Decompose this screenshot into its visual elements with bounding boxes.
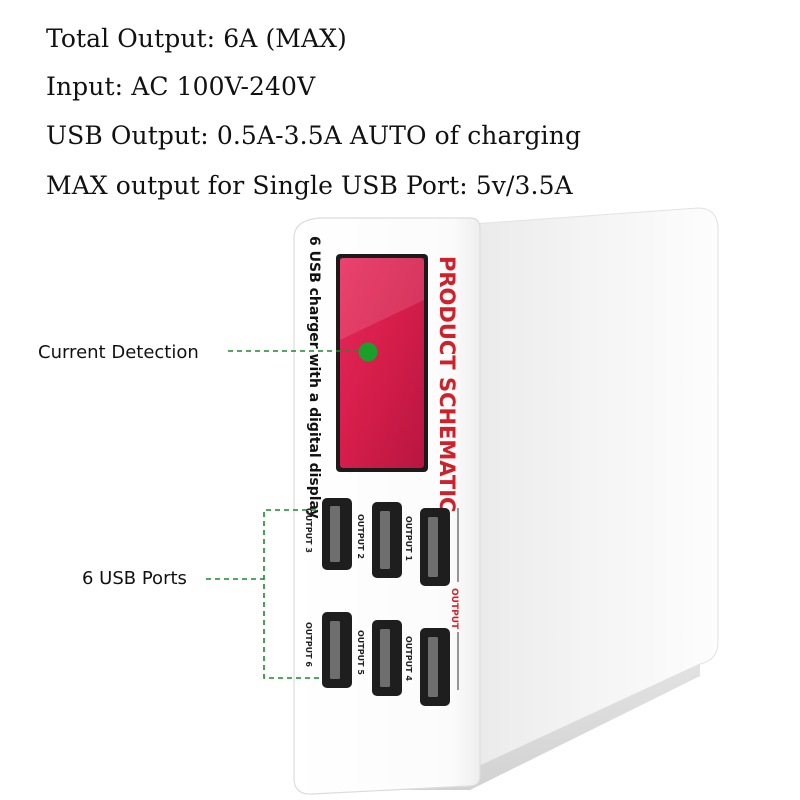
- usb-port-5: [372, 620, 402, 696]
- spec-max-single-port: MAX output for Single USB Port: 5v/3.5A: [46, 171, 573, 200]
- current-detection-indicator: [358, 342, 378, 362]
- spec-usb-output: USB Output: 0.5A-3.5A AUTO of charging: [46, 121, 582, 150]
- usb-port-4: [420, 628, 450, 706]
- callout-usb-ports: 6 USB Ports: [82, 568, 187, 589]
- charger-side-panel: [457, 207, 719, 773]
- display-screen: [340, 258, 424, 468]
- callout-current-detection: Current Detection: [38, 342, 199, 363]
- port-label-1: OUTPUT 1: [404, 516, 413, 561]
- usb-port-6: [322, 612, 352, 688]
- usb-port-3: [322, 498, 352, 570]
- usb-port-1: [420, 508, 450, 586]
- callout-bracket-ports: [263, 509, 320, 679]
- port-label-5: OUTPUT 5: [356, 630, 365, 675]
- port-label-4: OUTPUT 4: [404, 636, 413, 681]
- spec-input: Input: AC 100V-240V: [46, 72, 316, 101]
- spec-total-output: Total Output: 6A (MAX): [46, 24, 347, 53]
- side-product-text: 6 USB charger with a digital display: [306, 236, 322, 519]
- brand-product-schematic: PRODUCT SCHEMATIC: [435, 256, 459, 512]
- output-marker: OUTPUT: [449, 588, 459, 630]
- port-label-2: OUTPUT 2: [356, 514, 365, 559]
- usb-port-2: [372, 502, 402, 578]
- charger-bottom-edge: [300, 664, 700, 790]
- port-label-6: OUTPUT 6: [304, 622, 313, 667]
- port-label-3: OUTPUT 3: [304, 508, 313, 553]
